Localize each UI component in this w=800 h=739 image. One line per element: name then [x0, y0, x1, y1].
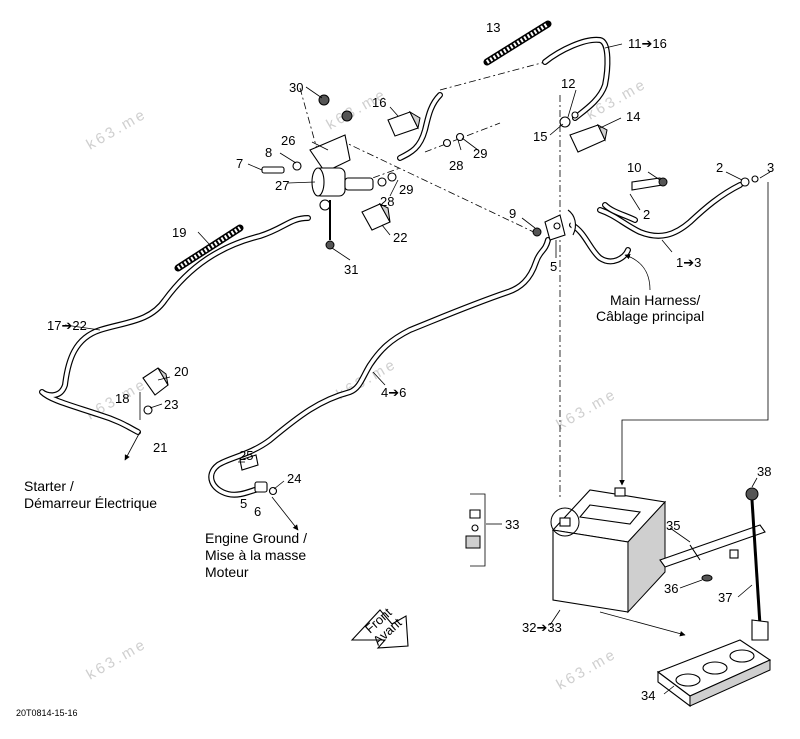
- callout-33: 33: [505, 517, 519, 532]
- callout-20: 20: [174, 364, 188, 379]
- battery-tray-34: [656, 639, 772, 708]
- callout-6: 6: [254, 504, 261, 519]
- bracket-5: [532, 209, 577, 241]
- engine-ground-label: Engine Ground /: [205, 530, 307, 546]
- captions: Main Harness/ Câblage principal Starter …: [16, 292, 704, 718]
- callout-15: 15: [533, 129, 547, 144]
- callout-2b: 2: [643, 207, 650, 222]
- engine-ground-label-fr: Mise à la masse: [205, 547, 306, 563]
- watermark: k63.me: [554, 645, 621, 693]
- callout-2a: 2: [716, 160, 723, 175]
- cable-11-16: [397, 36, 611, 161]
- callout-35: 35: [666, 518, 680, 533]
- callout-31: 31: [344, 262, 358, 277]
- diagram-code: 20T0814-15-16: [16, 708, 78, 718]
- callout-8: 8: [265, 145, 272, 160]
- callout-38: 38: [757, 464, 771, 479]
- callout-36: 36: [664, 581, 678, 596]
- starter-label: Starter /: [24, 478, 74, 494]
- callout-28b: 28: [380, 194, 394, 209]
- callout-21: 21: [153, 440, 167, 455]
- battery-strap-35: [659, 524, 766, 568]
- cable-17-22: [39, 215, 311, 435]
- starter-solenoid-assembly: [261, 94, 465, 250]
- battery: [551, 487, 667, 614]
- cable-1-3: [597, 182, 743, 239]
- callout-28a: 28: [449, 158, 463, 173]
- callout-5b: 5: [240, 496, 247, 511]
- callout-29b: 29: [399, 182, 413, 197]
- callout-25: 25: [239, 448, 253, 463]
- callout-1-3: 1➔3: [676, 255, 701, 270]
- callout-5a: 5: [550, 259, 557, 274]
- callout-3: 3: [767, 160, 774, 175]
- ring-clip-12: [559, 111, 579, 128]
- callout-13: 13: [486, 20, 500, 35]
- nut-38: [745, 487, 759, 501]
- callout-11-16: 11➔16: [628, 36, 667, 51]
- starter-label-fr: Démarreur Électrique: [24, 495, 157, 511]
- callout-34: 34: [641, 688, 655, 703]
- callout-26: 26: [281, 133, 295, 148]
- watermark: k63.me: [84, 635, 151, 683]
- callout-9: 9: [509, 206, 516, 221]
- watermark: k63.me: [554, 385, 621, 433]
- corrugated-sleeve-13: [483, 20, 552, 66]
- main-harness-cable: [569, 202, 638, 265]
- callout-18: 18: [115, 391, 129, 406]
- leader-lines: [64, 43, 771, 695]
- terminal-ends-2-3: [631, 175, 759, 191]
- callout-12: 12: [561, 76, 575, 91]
- callout-4-6: 4➔6: [381, 385, 406, 400]
- callout-17-22: 17➔22: [47, 318, 87, 333]
- callout-22: 22: [393, 230, 407, 245]
- main-harness-label-fr: Câblage principal: [596, 308, 704, 324]
- callout-23: 23: [164, 397, 178, 412]
- engine-ground-label-fr-2: Moteur: [205, 564, 249, 580]
- battery-terminal-zoom: [465, 493, 580, 567]
- callout-16: 16: [372, 95, 386, 110]
- watermark: k63.me: [84, 105, 151, 153]
- main-harness-label: Main Harness/: [610, 292, 700, 308]
- callout-10: 10: [627, 160, 641, 175]
- terminal-boot-22: [361, 202, 391, 231]
- callout-19: 19: [172, 225, 186, 240]
- callout-14: 14: [626, 109, 640, 124]
- engine-ground-hardware: [239, 454, 278, 496]
- terminal-boot-14: [569, 123, 608, 153]
- callout-29a: 29: [473, 146, 487, 161]
- callout-30: 30: [289, 80, 303, 95]
- front-direction-arrow: Front Avant: [350, 605, 409, 649]
- spacer-36: [701, 574, 713, 582]
- callout-32-33: 32➔33: [522, 620, 562, 635]
- callout-24: 24: [287, 471, 301, 486]
- corrugated-sleeve-19: [174, 224, 244, 272]
- battery-rod-37: [750, 499, 769, 641]
- callout-27: 27: [275, 178, 289, 193]
- cable-4-6: [208, 237, 551, 498]
- callout-7: 7: [236, 156, 243, 171]
- terminal-boot-16: [387, 110, 421, 137]
- callout-37: 37: [718, 590, 732, 605]
- callout-labels: 13 11➔16 30 12 16 14 15 26 8 29 7 28 10 …: [47, 20, 774, 703]
